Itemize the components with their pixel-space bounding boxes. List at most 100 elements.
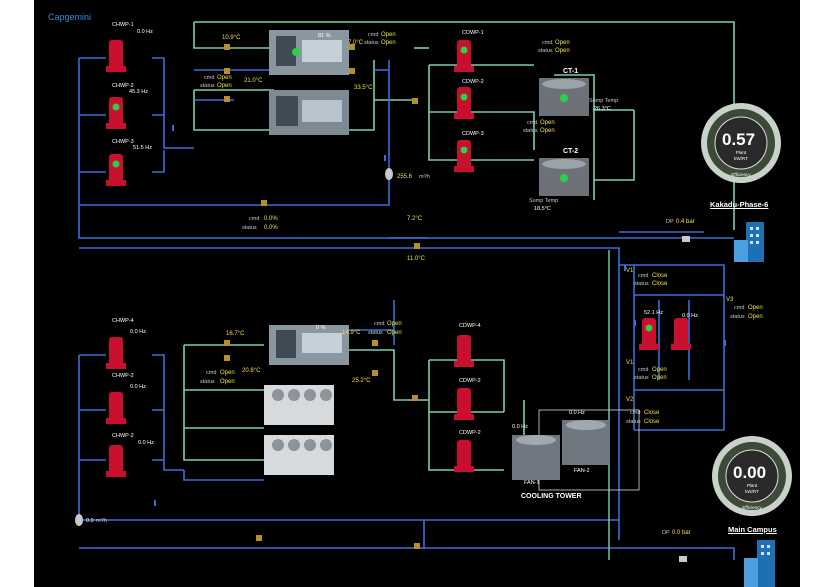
piping-diagram: [75, 21, 792, 587]
main-lower-cmd: Open: [220, 370, 235, 376]
kakadu-gauge-graphic: [701, 103, 781, 183]
ct2-cmd: Open: [540, 120, 555, 126]
main-chiller-chw-in: 16.7°C: [226, 331, 245, 337]
bypass-status: 0.0%: [264, 225, 278, 231]
kakadu-site-link[interactable]: Kakadu-Phase-6: [710, 200, 769, 209]
v2-status-label: status: [634, 375, 649, 381]
chiller2-status-label: status: [200, 83, 215, 89]
main-gauge-line1: Plant: [746, 483, 758, 488]
chwp-5-label: CHWP-2: [112, 373, 134, 379]
ct1-temp: 26.3°C: [594, 106, 611, 112]
plant-overview: Capgemini CHWP-1 0.0 Hz CHWP-2 45.3 Hz C…: [34, 0, 800, 587]
chwp-5-value: 0.0 Hz: [130, 384, 146, 390]
v2-name: V1: [626, 360, 634, 366]
v3-name: V2: [626, 397, 634, 403]
main-chiller-chw-out: 14.9°C: [342, 330, 361, 336]
phase6-flow: 255.6: [397, 174, 413, 180]
v4-cmd-label: cmd: [734, 305, 745, 311]
ct1-status: Open: [555, 48, 570, 54]
secondary-pump-a-value: 52.1 Hz: [644, 310, 663, 316]
main-lower-status-label: status: [200, 379, 215, 385]
chiller1-percent: 81 %: [318, 33, 331, 39]
phase6-flow-unit: m³/h: [419, 174, 430, 180]
main-campus-site-link[interactable]: Main Campus: [728, 525, 777, 534]
chiller1-cmd: Open: [381, 32, 396, 38]
ct1-name: CT-1: [563, 68, 579, 75]
chwp-1-label: CHWP-1: [112, 22, 134, 28]
chiller-2-graphic: [269, 90, 349, 135]
kakadu-gauge-line1: Plant: [735, 150, 747, 155]
ct-2-graphic: [539, 158, 589, 196]
main-chiller-cdw-out: 25.2°C: [352, 378, 371, 384]
pump-graphics: [106, 40, 691, 477]
main-gauge-brand: Efficiency: [742, 505, 762, 510]
chwp-2-label: CHWP-2: [112, 83, 134, 89]
kakadu-gauge-line2: kW/RT: [734, 156, 748, 161]
chwp-4-label: CHWP-4: [112, 318, 134, 324]
v3-status-label: status: [626, 419, 641, 425]
cdwp-6-label: CDWP-2: [459, 430, 481, 436]
phase6-return-temp: 11.0°C: [407, 256, 425, 262]
cdwp-4-label: CDWP-4: [459, 323, 481, 329]
chiller-main-graphic: [269, 325, 349, 365]
main-lower-cmd-label: cmd: [206, 370, 217, 376]
v1-name: V1: [626, 268, 634, 274]
main-chiller-status-label: status: [368, 330, 383, 336]
chwp-3-label: CHWP-3: [112, 139, 134, 145]
air-chiller-2-graphic: [264, 435, 334, 475]
secondary-pump-b-value: 0.0 Hz: [682, 313, 698, 319]
main-campus-building-icon: [744, 540, 775, 587]
chwp-2-value: 45.3 Hz: [129, 89, 148, 95]
ct2-temp: 18.5°C: [534, 206, 551, 212]
v1-cmd: Close: [652, 273, 668, 279]
v1-status: Close: [652, 281, 668, 287]
chiller2-status: Open: [217, 83, 232, 89]
main-lower-status: Open: [220, 379, 235, 385]
ct1-cmd: Open: [555, 40, 570, 46]
ct1-cmd-label: cmd: [542, 40, 553, 46]
main-chiller-percent: 0 %: [316, 325, 326, 331]
bypass-cmd: 0.0%: [264, 216, 278, 222]
chwp-6-value: 0.0 Hz: [138, 440, 154, 446]
v4-cmd: Open: [748, 305, 763, 311]
v2-cmd-label: cmd: [638, 367, 649, 373]
pipe-ct-loop: [554, 74, 635, 200]
chiller1-cmd-label: cmd: [368, 32, 379, 38]
chiller1-status: Open: [381, 40, 396, 46]
chiller-1-graphic: [269, 30, 349, 75]
pipe-chw-left: [78, 58, 429, 239]
main-chiller-cdw-in: 20.8°C: [242, 368, 261, 374]
cooling-tower-main-graphic: [512, 409, 640, 491]
chwp-3-value: 51.5 Hz: [133, 145, 152, 151]
ct2-status-label: status: [523, 128, 538, 134]
bypass-status-label: status: [242, 225, 257, 231]
chiller1-chw-in: 10.9°C: [222, 35, 241, 41]
v1-cmd-label: cmd: [638, 273, 649, 279]
main-chiller-status: Open: [387, 330, 402, 336]
v2-status: Open: [652, 375, 667, 381]
cdwp-1-label: CDWP-1: [462, 30, 484, 36]
v3-cmd-label: cmd: [630, 410, 641, 416]
pipe-cdw-chiller: [193, 22, 274, 49]
ct1-temp-label: Sump Temp: [589, 98, 619, 104]
brand-logo: Capgemini: [48, 12, 92, 22]
valve-markers: [224, 44, 420, 549]
flow-arrows: [154, 125, 726, 506]
ct2-status: Open: [540, 128, 555, 134]
main-dp-label: DP: [662, 530, 670, 536]
main-chiller-cmd-label: cmd: [374, 321, 385, 327]
phase6-supply-temp: 7.2°C: [407, 216, 423, 222]
chiller1-status-label: status: [364, 40, 379, 46]
ct2-name: CT-2: [563, 148, 579, 155]
main-gauge-line2: kW/RT: [745, 489, 759, 494]
main-flow: 0.0: [86, 518, 94, 524]
v4-status: Open: [748, 314, 763, 320]
cooling-tower-label: COOLING TOWER: [521, 493, 582, 500]
v4-status-label: status: [730, 314, 745, 320]
tower-fan1-value: 0.0 Hz: [512, 424, 528, 430]
main-gauge-value: 0.00: [733, 463, 767, 482]
chwp-4-value: 0.0 Hz: [130, 329, 146, 335]
tower-fan2-label: FAN-2: [574, 468, 590, 474]
main-gauge-graphic: [712, 436, 792, 516]
v4-name: V3: [726, 297, 734, 303]
